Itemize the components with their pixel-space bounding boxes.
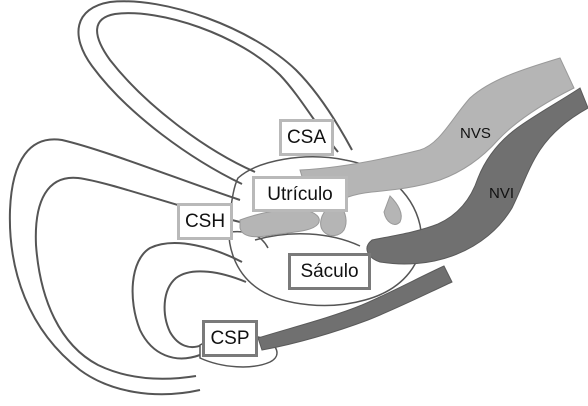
csp-label: CSP <box>202 320 258 357</box>
saculo-label: Sáculo <box>288 253 371 290</box>
csa-label: CSA <box>279 119 334 156</box>
nvi-label: NVI <box>489 186 514 201</box>
utriculo-label: Utrículo <box>252 176 348 212</box>
csh-label: CSH <box>177 203 233 240</box>
nvs-label: NVS <box>460 126 491 141</box>
